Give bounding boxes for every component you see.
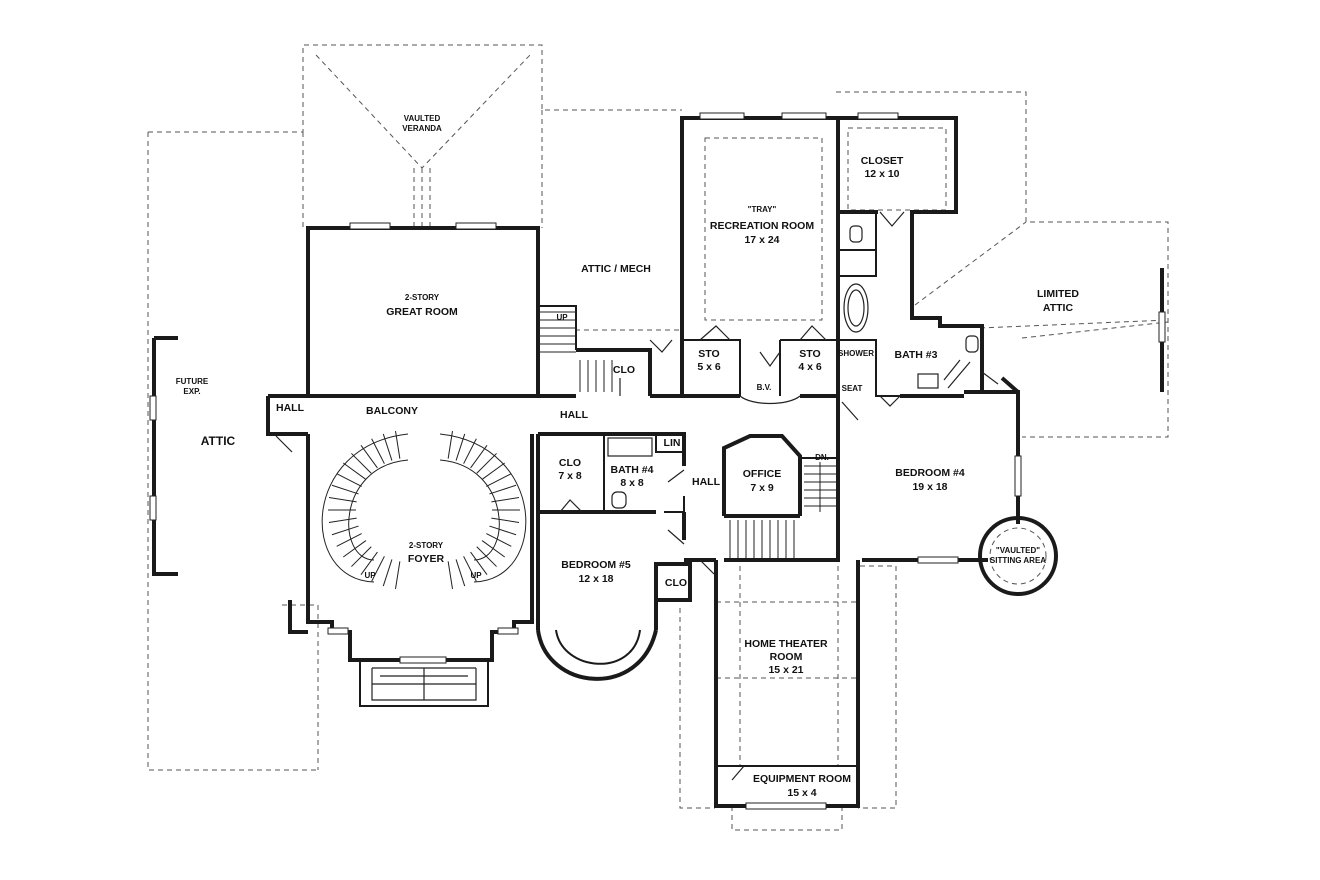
bedroom5-dim: 12 x 18 — [578, 573, 613, 585]
stair-tread — [447, 561, 454, 590]
equipment-label: EQUIPMENT ROOM — [753, 773, 851, 785]
bedroom4-dim: 19 x 18 — [912, 481, 947, 493]
hall-small-label: HALL — [692, 476, 721, 488]
stair-tread — [336, 533, 362, 547]
theater-label-1: HOME THEATER — [744, 638, 828, 650]
stair-tread — [491, 496, 520, 503]
great-room-label-1: 2-STORY — [405, 293, 440, 302]
equipment-dim: 15 x 4 — [787, 787, 816, 799]
stair-tread — [382, 559, 393, 587]
recreation-dim: 17 x 24 — [744, 234, 779, 246]
up-right-label: UP — [470, 571, 482, 580]
stair-tread — [470, 551, 488, 576]
bedroom5-label: BEDROOM #5 — [561, 559, 631, 571]
stair-tread — [328, 517, 357, 524]
dn-label: DN. — [815, 453, 829, 462]
stair-tread — [342, 540, 367, 558]
future-exp-label-2: EXP. — [183, 387, 200, 396]
office-dim: 7 x 9 — [750, 482, 774, 494]
theater-dim: 15 x 21 — [768, 664, 803, 676]
veranda-label-2: VERANDA — [402, 124, 442, 133]
stair-tread — [328, 496, 357, 503]
room-labels: VAULTED VERANDA 2-STORY GREAT ROOM ATTIC… — [176, 114, 1080, 799]
recreation-label-2: RECREATION ROOM — [710, 220, 814, 232]
lin-label: LIN — [664, 437, 681, 449]
stair-tread — [360, 444, 378, 469]
stair-tread — [463, 438, 477, 464]
veranda-label-1: VAULTED — [404, 114, 441, 123]
bath4-dim: 8 x 8 — [620, 477, 644, 489]
office-label: OFFICE — [743, 468, 782, 480]
clo-stair-label: CLO — [613, 364, 635, 376]
stair-tread — [351, 546, 372, 567]
stair-tread — [371, 556, 385, 582]
stair-tread — [382, 433, 393, 461]
stair-tread — [394, 430, 401, 459]
stair-tread — [455, 559, 466, 587]
attic-stair — [540, 311, 613, 392]
stair-tread — [486, 533, 512, 547]
hall-left-label: HALL — [276, 402, 305, 414]
hall-mid-label: HALL — [560, 409, 589, 421]
stair-tread — [455, 433, 466, 461]
seat-label: SEAT — [842, 384, 863, 393]
stair-tread — [331, 525, 359, 536]
up-left-label: UP — [364, 571, 376, 580]
stair-tread — [351, 453, 372, 474]
stair-tread — [481, 540, 506, 558]
stair-tread — [447, 430, 454, 459]
stair-tread — [336, 473, 362, 487]
clo1-label: CLO — [559, 457, 581, 469]
bv-label: B.V. — [757, 383, 772, 392]
sto1-dim: 5 x 6 — [697, 361, 721, 373]
foyer-stairs — [321, 430, 527, 590]
hall-stair — [729, 462, 836, 558]
limited-attic-label-1: LIMITED — [1037, 288, 1079, 300]
stair-tread — [360, 551, 378, 576]
up-small-label: UP — [556, 313, 568, 322]
roof-outlines — [147, 44, 1169, 831]
walls — [152, 116, 1164, 808]
stair-tread — [476, 546, 497, 567]
sto2-label: STO — [799, 348, 820, 360]
stair-tread — [481, 462, 506, 480]
clo1-dim: 7 x 8 — [558, 470, 582, 482]
windows — [149, 112, 1166, 810]
bedroom4-label: BEDROOM #4 — [895, 467, 965, 479]
sitting-label-1: "VAULTED" — [996, 546, 1040, 555]
limited-attic-label-2: ATTIC — [1043, 302, 1074, 314]
stair-tread — [489, 525, 517, 536]
stair-tread — [371, 438, 385, 464]
foyer-label-2: FOYER — [408, 553, 445, 565]
sitting-label-2: SITTING AREA — [990, 556, 1046, 565]
foyer-label-1: 2-STORY — [409, 541, 444, 550]
shower-label: SHOWER — [838, 349, 874, 358]
door-swings — [275, 211, 999, 781]
stair-tread — [476, 453, 497, 474]
closet-label: CLOSET — [861, 155, 904, 167]
future-exp-label-1: FUTURE — [176, 377, 209, 386]
closet-dim: 12 x 10 — [864, 168, 899, 180]
sto2-dim: 4 x 6 — [798, 361, 822, 373]
bath3-label: BATH #3 — [895, 349, 938, 361]
attic-label: ATTIC — [201, 434, 236, 448]
stair-tread — [491, 517, 520, 524]
stair-tread — [331, 484, 359, 495]
stair-tread — [470, 444, 488, 469]
theater-label-2: ROOM — [770, 651, 803, 663]
clo2-label: CLO — [665, 577, 687, 589]
stair-tread — [394, 561, 401, 590]
fixtures — [607, 225, 979, 509]
stair-tread — [486, 473, 512, 487]
stair-tread — [489, 484, 517, 495]
sto1-label: STO — [698, 348, 719, 360]
stair-tread — [463, 556, 477, 582]
bath4-label: BATH #4 — [611, 464, 654, 476]
great-room-label-2: GREAT ROOM — [386, 306, 458, 318]
balcony-label: BALCONY — [366, 405, 418, 417]
attic-mech-label: ATTIC / MECH — [581, 263, 651, 275]
stair-tread — [342, 462, 367, 480]
recreation-label-1: "TRAY" — [748, 205, 777, 214]
